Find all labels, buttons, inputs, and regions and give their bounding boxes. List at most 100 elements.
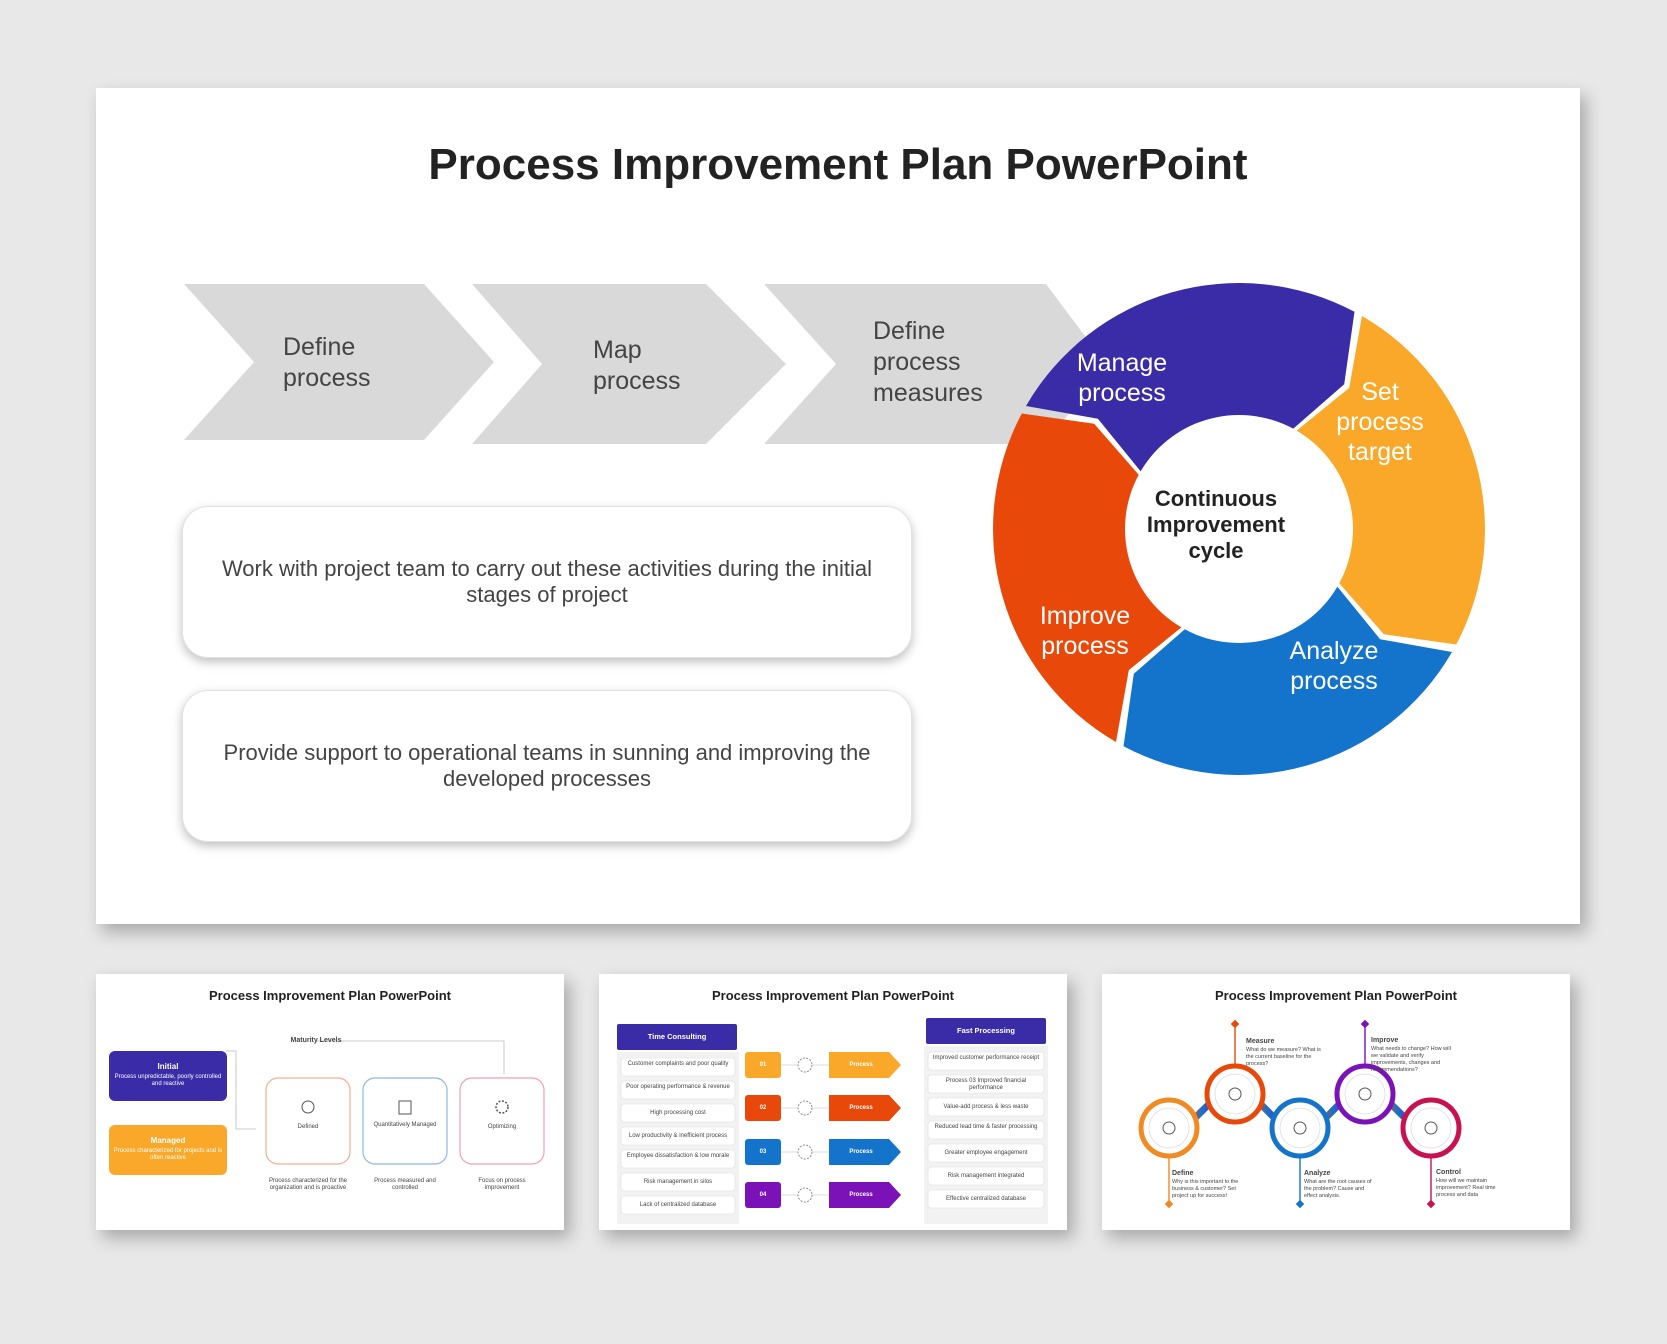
initial-title: Initial <box>157 1062 179 1071</box>
left-item: Lack of centralized database <box>639 1202 717 1208</box>
stage-title-measure: Measure <box>1246 1038 1275 1045</box>
cycle-segment-analyze <box>1123 585 1452 775</box>
right-header-label: Fast Processing <box>957 1026 1015 1035</box>
step-number: 02 <box>759 1105 767 1111</box>
level-box-optimizing <box>459 1077 545 1165</box>
thumb1-diagram <box>109 1040 545 1175</box>
chevron-define-process <box>184 284 494 440</box>
chevron-define-measures <box>764 284 1106 444</box>
stage-icon <box>1358 1087 1372 1101</box>
info-box-operational-support: Provide support to operational teams in … <box>182 690 912 842</box>
level-label-quant: Quantitatively Managed <box>373 1122 437 1128</box>
thumb3-diagram <box>1138 1019 1462 1209</box>
stage-desc-measure: What do we measure? What is the current … <box>1246 1047 1321 1067</box>
stage-desc-improve: What needs to change? How will we valida… <box>1371 1046 1451 1073</box>
level-box-defined <box>265 1077 351 1165</box>
right-item-pill <box>927 1120 1045 1140</box>
step-number-box <box>745 1182 781 1208</box>
thumbnail-maturity-levels[interactable]: Process Improvement Plan PowerPoint Matu… <box>96 974 564 1230</box>
level-desc-quant: Process measured and controlled <box>374 1178 436 1191</box>
thumb3-title: Process Improvement Plan PowerPoint <box>1214 988 1458 1003</box>
maturity-heading: Maturity Levels <box>290 1037 342 1044</box>
stage-inner-circle <box>1214 1073 1256 1115</box>
left-item: Low productivity & inefficient process <box>628 1133 728 1139</box>
improvement-cycle <box>993 283 1485 775</box>
gear-icon <box>797 1187 813 1203</box>
left-item: Poor operating performance & revenue <box>626 1084 730 1090</box>
left-item: Risk management in silos <box>643 1179 713 1185</box>
thumb1-title: Process Improvement Plan PowerPoint <box>208 988 452 1003</box>
process-arrow <box>829 1139 901 1165</box>
main-diagram <box>184 283 1485 775</box>
stage-pin-diamond <box>1164 1199 1174 1209</box>
process-arrow <box>829 1182 901 1208</box>
left-item-pill <box>620 1103 736 1123</box>
chevron-label-map-process: Map process <box>593 336 681 395</box>
thumbnail-fast-processing[interactable]: Process Improvement Plan PowerPoint Time… <box>599 974 1067 1230</box>
stage-icon <box>1293 1121 1307 1135</box>
step-number-box <box>745 1052 781 1078</box>
cycle-label-manage: Manage process <box>1076 349 1168 407</box>
step-number: 04 <box>759 1192 767 1198</box>
thumb2-title: Process Improvement Plan PowerPoint <box>711 988 955 1003</box>
stage-pin-diamond <box>1295 1199 1305 1209</box>
cycle-label-analyze: Analyze process <box>1289 637 1379 695</box>
level-desc-defined: Process characterized for the organizati… <box>268 1178 348 1191</box>
process-arrow <box>829 1052 901 1078</box>
thumb2-rows <box>620 1051 1045 1215</box>
step-process-label: Process <box>849 1062 873 1068</box>
stage-title-define: Define <box>1172 1170 1194 1177</box>
gear-icon <box>797 1144 813 1160</box>
step-process-label: Process <box>849 1192 873 1198</box>
step-process-label: Process <box>849 1149 873 1155</box>
stage-icon <box>1162 1121 1176 1135</box>
page-title: Process Improvement Plan PowerPoint <box>428 140 1248 189</box>
right-item-pill <box>927 1166 1045 1186</box>
bulb-icon <box>301 1100 315 1114</box>
stage-inner-circle <box>1148 1107 1190 1149</box>
time-consulting-header <box>617 1024 737 1050</box>
process-arrow <box>829 1095 901 1121</box>
stage-desc-analyze: What are the root causes of the problem?… <box>1304 1179 1372 1199</box>
thumbnail-dmaic[interactable]: Process Improvement Plan PowerPoint Defi… <box>1102 974 1570 1230</box>
left-item-pill <box>620 1149 736 1169</box>
cycle-segment-improve <box>993 413 1183 742</box>
initial-box <box>109 1051 227 1101</box>
stage-title-analyze: Analyze <box>1304 1170 1331 1177</box>
stage-pin-diamond <box>1360 1019 1370 1029</box>
cycle-segment-set-target <box>1295 316 1485 645</box>
stage-inner-circle <box>1410 1107 1452 1149</box>
step-number-box <box>745 1095 781 1121</box>
stage-inner-circle <box>1344 1073 1386 1115</box>
left-item: High processing cost <box>650 1110 706 1116</box>
left-item: Customer complaints and poor quality <box>627 1061 729 1067</box>
cycle-center-label: Continuous Improvement cycle <box>1146 486 1286 563</box>
managed-box <box>109 1125 227 1175</box>
level-label-defined: Defined <box>297 1124 319 1130</box>
right-item: Process 03 Improved financial performanc… <box>945 1078 1027 1091</box>
level-box-quant <box>362 1077 448 1165</box>
step-number: 01 <box>759 1062 767 1068</box>
left-item-pill <box>620 1172 736 1192</box>
cycle-segment-manage <box>1026 283 1355 473</box>
gear-icon <box>797 1100 813 1116</box>
dmaic-nodes <box>1138 1019 1462 1209</box>
step-process-label: Process <box>849 1105 873 1111</box>
cycle-label-improve: Improve process <box>1039 602 1131 660</box>
right-item-pill <box>927 1097 1045 1117</box>
right-item: Effective centralized database <box>946 1196 1026 1202</box>
right-item: Improved customer performance receipt <box>932 1055 1040 1061</box>
stage-pin-diamond <box>1426 1199 1436 1209</box>
left-item-pill <box>620 1057 736 1077</box>
gear-icon <box>797 1057 813 1073</box>
cycle-label-set-target: Set process target <box>1336 378 1424 466</box>
gear-icon <box>495 1100 509 1114</box>
left-item-pill <box>620 1080 736 1100</box>
stage-inner-circle <box>1279 1107 1321 1149</box>
step-number: 03 <box>759 1149 767 1155</box>
chevron-label-define-process: Define process <box>283 333 371 392</box>
left-header-label: Time Consulting <box>647 1032 707 1041</box>
managed-desc: Process characterized for projects and i… <box>113 1148 223 1161</box>
right-item-pill <box>927 1143 1045 1163</box>
main-slide: Process Improvement Plan PowerPoint Defi… <box>96 88 1580 924</box>
